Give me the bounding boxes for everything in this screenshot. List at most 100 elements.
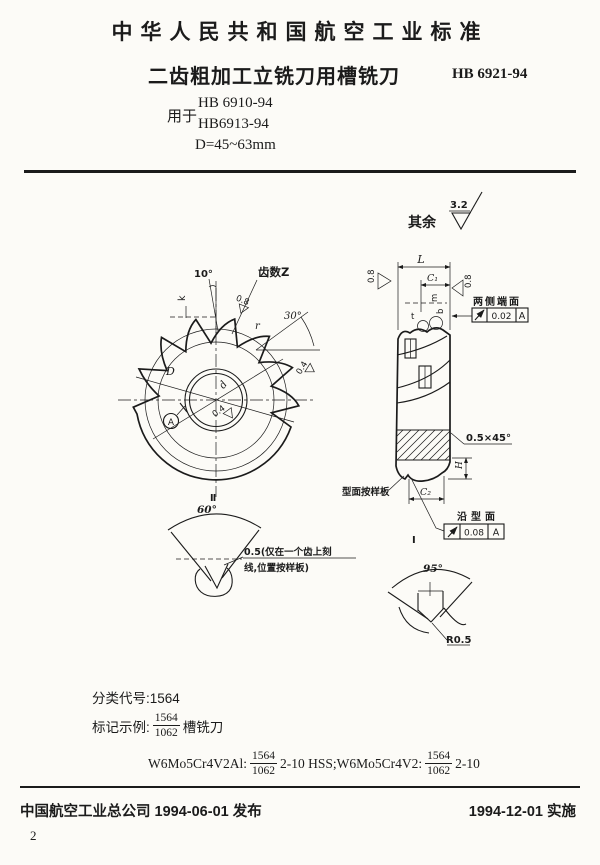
fraction-numerator: 1564 xyxy=(425,750,453,765)
scope-standard-1: HB 6910-94 xyxy=(198,95,273,111)
tooth-angle-line-1 xyxy=(255,311,309,351)
bore-inner-circle xyxy=(188,372,244,428)
general-finish-mark: 其余 3.2 xyxy=(408,191,483,231)
implementation-date: 1994-12-01 实施 xyxy=(468,804,576,820)
datum-circle-icon xyxy=(162,412,180,430)
fraction-denominator: 1062 xyxy=(427,765,451,778)
template-note: 型面按样板 xyxy=(342,486,390,498)
b-label: b xyxy=(436,309,446,314)
cutter-outline xyxy=(132,317,301,481)
fraction-numerator: 1564 xyxy=(152,712,180,727)
rake-arc xyxy=(208,285,217,288)
formula-fraction-2: 1564 1062 xyxy=(425,750,453,778)
page-number: 2 xyxy=(30,828,37,843)
teeth-count-label: 齿数Z xyxy=(258,265,289,279)
c2-label: C₂ xyxy=(420,487,431,498)
back-finish-mark: 0.8 xyxy=(234,294,251,314)
chamfer-value: 0.5×45° xyxy=(466,433,511,444)
bore-outer-circle xyxy=(184,368,248,432)
finish-triangle-icon xyxy=(377,272,392,290)
detail-view-i: 95° R0.5 xyxy=(387,563,473,646)
formula-part-1: W6Mo5Cr4V2Al: xyxy=(148,755,247,771)
flute-curve-1 xyxy=(396,335,448,356)
teeth-count-leader xyxy=(231,279,258,335)
finish-triangle-icon xyxy=(304,362,315,373)
h-label: H xyxy=(455,461,465,470)
detail-i-radius: R0.5 xyxy=(446,635,471,646)
rake-slant-line xyxy=(208,278,219,332)
finish-triangle-icon xyxy=(451,279,464,297)
right-wing-arc xyxy=(443,607,467,626)
tooth-tip-circle-1 xyxy=(417,320,429,332)
template-leader xyxy=(388,475,405,491)
length-label: L xyxy=(416,253,424,266)
runout-datum: A xyxy=(493,528,500,539)
rake-angle-dimension: 10° xyxy=(194,269,219,333)
formula-part-2: 2-10 HSS;W6Mo5Cr4V2: xyxy=(280,755,423,771)
marking-example: 标记示例: 1564 1062 槽铣刀 xyxy=(92,712,223,739)
marking-label: 标记示例: xyxy=(92,719,150,735)
footer-rule xyxy=(20,786,580,788)
front-view: D d 0.4 A k 10° xyxy=(118,265,320,497)
bore-finish-value: 0.4 xyxy=(211,404,228,420)
runout-icon xyxy=(474,309,485,321)
left-face-finish-mark: 0.8 xyxy=(367,269,392,290)
end-faces-tolerance: 两侧端面 0.02 A xyxy=(451,295,529,323)
profile-v-notch xyxy=(417,607,445,623)
tooth-tip-circle-2 xyxy=(429,316,443,330)
detail-view-ii: Ⅱ 60° 0.5(仅在一个齿上刻 线,位置按样板) xyxy=(167,493,356,597)
chamfer-callout: 0.5×45° xyxy=(450,432,512,445)
standard-name: 中华人民共和国航空工业标准 xyxy=(111,21,489,44)
tooth-angle-arc xyxy=(300,316,315,347)
fraction-numerator: 1564 xyxy=(250,750,277,765)
detail-ii-arc xyxy=(167,513,262,531)
tolerance-frame xyxy=(443,523,505,540)
chamfer-leader xyxy=(450,432,465,445)
detail-ii-right-line xyxy=(221,529,260,579)
c1-dimension: C₁ xyxy=(420,273,451,312)
tooth-profile-outline xyxy=(194,567,233,597)
technical-drawing: 其余 3.2 D d 0.4 A xyxy=(118,191,529,646)
runout-icon xyxy=(447,526,458,538)
scope-standards: HB 6910-94 HB6913-94 xyxy=(198,93,273,135)
finish-triangle-icon xyxy=(222,407,233,419)
scope-prefix: 用于 xyxy=(167,108,198,125)
profile-leader xyxy=(411,479,445,532)
left-wing-arc xyxy=(398,606,430,634)
land-dimension: k xyxy=(170,295,218,318)
formula-part-3: 2-10 xyxy=(455,755,480,771)
tooth-angle-value: 30° xyxy=(284,311,302,322)
flute-curve-3 xyxy=(396,381,451,404)
radius-label: r xyxy=(255,321,261,332)
fraction-denominator: 1062 xyxy=(252,765,275,778)
marking-suffix: 槽铣刀 xyxy=(182,719,224,735)
publisher-line: 中国航空工业总公司 1994-06-01 发布 xyxy=(20,804,262,820)
scribe-note-line2: 线,位置按样板) xyxy=(244,562,309,574)
section-marker: I xyxy=(412,535,416,546)
header-rule xyxy=(24,170,576,173)
designation-formula: W6Mo5Cr4V2Al: 1564 1062 2-10 HSS;W6Mo5Cr… xyxy=(148,750,480,777)
detail-ii-left-line xyxy=(170,531,212,582)
end-faces-note: 两侧端面 xyxy=(473,295,521,308)
back-finish-value: 0.8 xyxy=(234,294,250,308)
fraction-denominator: 1062 xyxy=(154,727,178,740)
c1-label: C₁ xyxy=(427,273,438,284)
detail-i-left-line xyxy=(387,591,429,620)
standard-code: HB 6921-94 xyxy=(452,66,528,82)
general-finish-label: 其余 xyxy=(408,214,437,231)
scope-standard-2: HB6913-94 xyxy=(198,116,269,132)
diameter-range: D=45~63mm xyxy=(195,137,276,153)
chip-splitter-slots xyxy=(404,338,432,389)
rake-angle-value: 10° xyxy=(194,269,213,280)
profile-note: 沿型面 xyxy=(457,510,499,523)
right-finish-value: 0.8 xyxy=(464,274,474,288)
m-label: m xyxy=(430,294,440,302)
datum-label: A xyxy=(168,418,175,428)
detail-ii-marker: Ⅱ xyxy=(210,493,216,504)
t-label: t xyxy=(411,312,415,322)
outer-diameter-label: D xyxy=(165,365,175,378)
detail-i-right-line xyxy=(439,581,473,618)
classification-value: 1564 xyxy=(149,691,180,706)
length-dimension: L xyxy=(397,253,451,330)
tolerance-frame xyxy=(471,307,529,323)
